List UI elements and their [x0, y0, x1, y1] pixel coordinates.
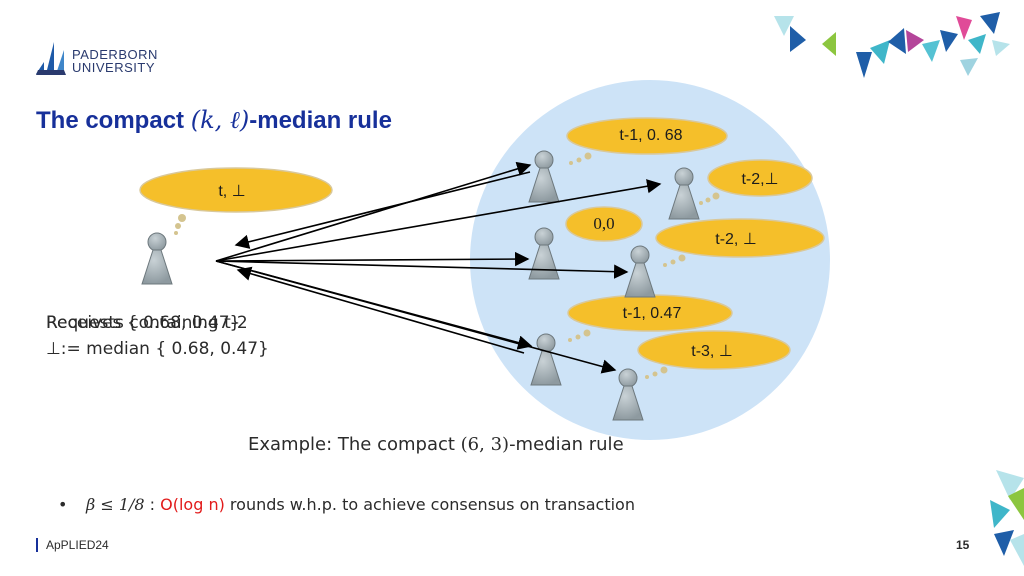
arrow-request-6: [215, 260, 617, 374]
bubble-left-text: t, ⊥: [218, 183, 246, 200]
thought-bubble-2: [699, 159, 813, 205]
node-4: [624, 245, 656, 298]
footer-conference: ApPLIED24: [36, 538, 109, 552]
node-5: [530, 333, 562, 386]
response-arrows: [234, 171, 531, 354]
caption-math: (6, 3): [460, 434, 510, 455]
bubble-5-text: t-1, 0.47: [622, 305, 682, 322]
caption-prefix: Example: The compact: [248, 434, 461, 455]
decorative-triangles-bottom: [990, 470, 1024, 566]
bullet-rest: rounds w.h.p. to achieve consensus on tr…: [224, 495, 635, 514]
example-caption: Example: The compact (6, 3)-median rule: [248, 434, 624, 455]
node-2: [668, 167, 700, 220]
arrow-response-1: [234, 171, 531, 249]
request-arrows: [215, 161, 662, 374]
university-name: PADERBORN UNIVERSITY: [72, 48, 158, 74]
decorative-triangles-top: [774, 12, 1010, 78]
bubble-6-text: t-3, ⊥: [691, 343, 733, 360]
title-prefix: The compact: [36, 107, 191, 134]
university-name-line2: UNIVERSITY: [72, 60, 156, 75]
thought-bubble-left: [139, 167, 333, 235]
bubble-2-text: t-2,⊥: [741, 171, 779, 188]
thought-bubble-3: [565, 206, 643, 242]
requests-text: Requests containing t-2: [46, 313, 248, 333]
arrow-request-2: [215, 179, 662, 262]
bubble-4-text: t-2, ⊥: [715, 231, 757, 248]
slide-title: The compact (k, ℓ)-median rule: [36, 106, 392, 135]
arrow-request-4: [215, 260, 629, 279]
title-suffix: -median rule: [249, 107, 392, 134]
page-number: 15: [956, 538, 970, 552]
arrow-request-1: [215, 161, 532, 262]
node-6: [612, 368, 644, 421]
thought-bubble-4: [655, 218, 825, 267]
arrow-request-3: [215, 251, 530, 267]
node-left: [141, 232, 173, 285]
university-logo: [36, 42, 66, 75]
caption-suffix: -median rule: [509, 434, 624, 455]
bubble-1-text: t-1, 0. 68: [619, 127, 683, 144]
bullet-point: • β ≤ 1/8 : O(log n) rounds w.h.p. to ach…: [58, 495, 635, 514]
thought-bubble-6: [637, 330, 791, 379]
bullet-colon: :: [144, 495, 161, 514]
bullet-marker: •: [58, 495, 68, 514]
university-name-line1: PADERBORN: [72, 47, 158, 62]
thought-bubble-1: [566, 117, 728, 165]
median-text: ⊥:= median { 0.68, 0.47}: [46, 339, 269, 359]
receives-text: Receives { 0.68, 0.47}: [46, 313, 241, 333]
bubble-3-text: 0,0: [593, 214, 615, 233]
title-math: (k, ℓ): [190, 106, 250, 134]
arrow-response-2: [236, 266, 525, 354]
bullet-math: β ≤ 1/8: [86, 495, 145, 514]
bullet-complexity: O(log n): [160, 495, 225, 514]
